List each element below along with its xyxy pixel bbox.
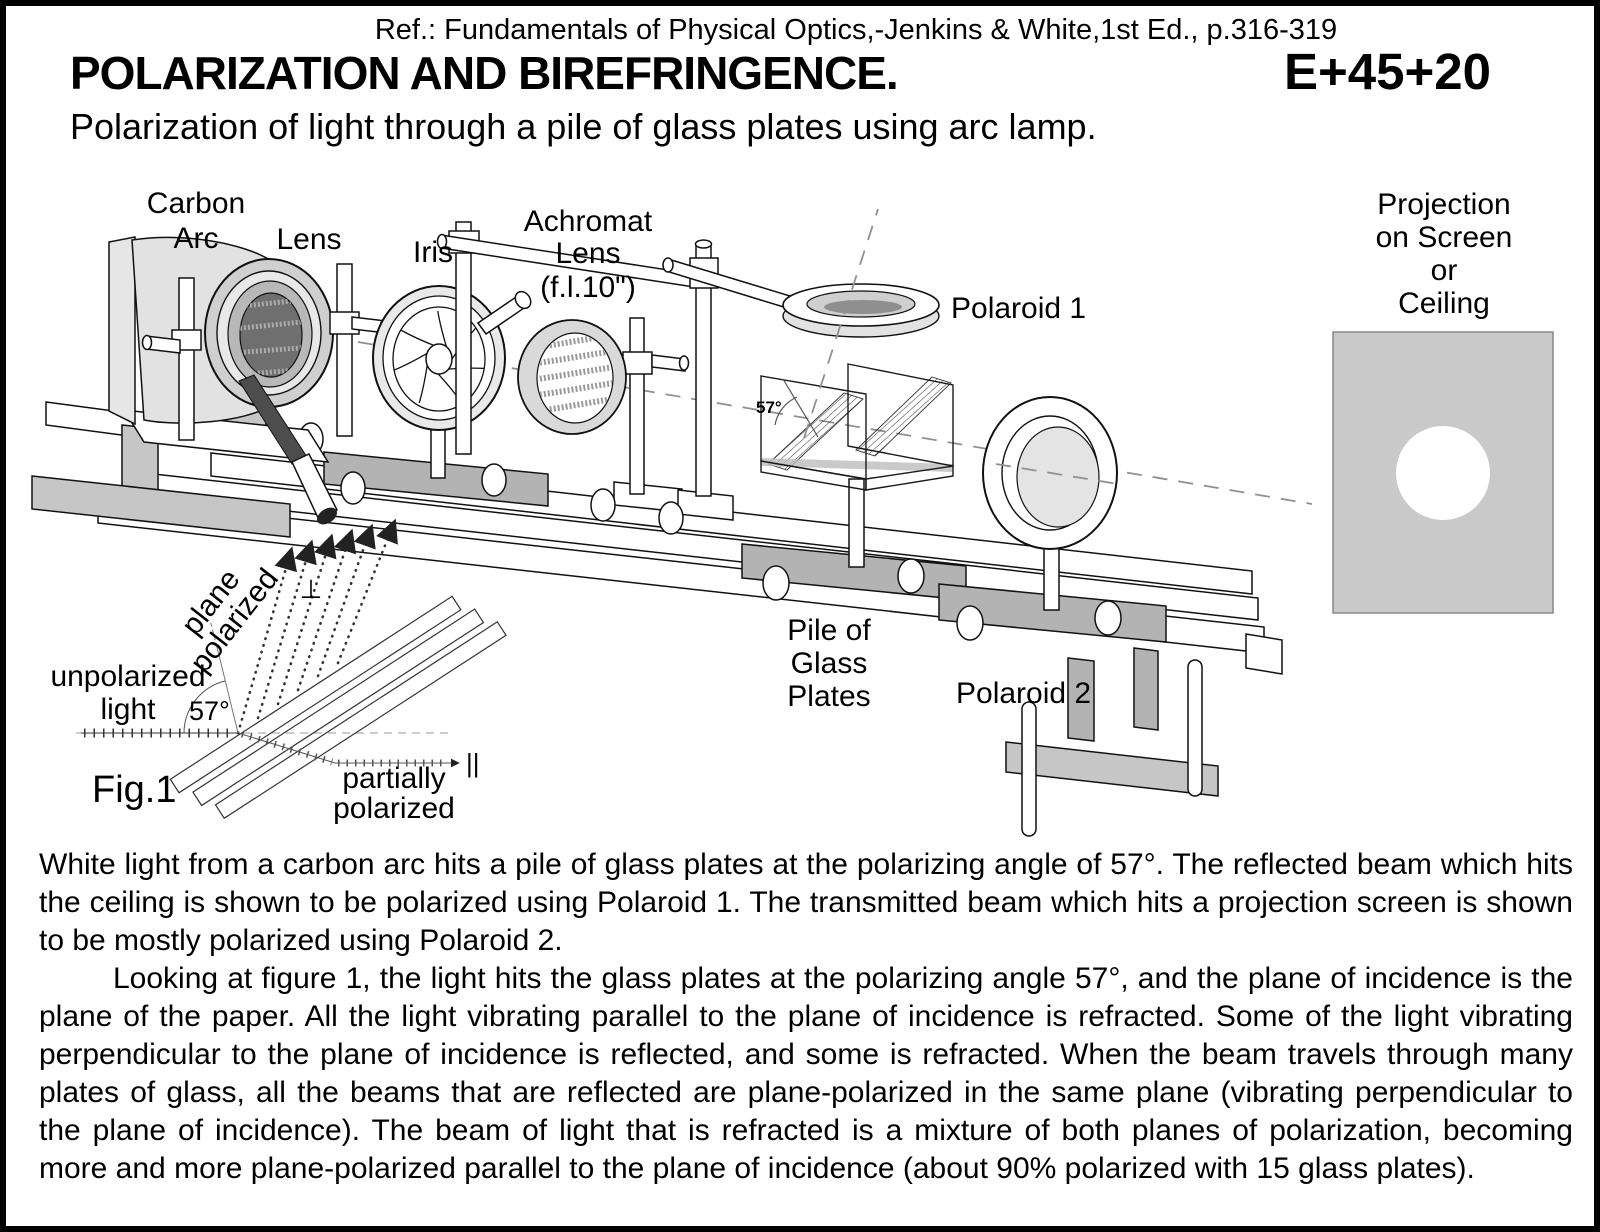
polaroid-2 bbox=[982, 396, 1119, 611]
label-pile-3: Plates bbox=[787, 680, 870, 713]
bench-carriages bbox=[298, 422, 1167, 643]
label-fig1-angle: 57° bbox=[189, 696, 230, 726]
description-text: White light from a carbon arc hits a pil… bbox=[39, 846, 1573, 1188]
polaroid1-stands bbox=[436, 221, 791, 497]
label-unpolarized-1: unpolarized bbox=[50, 660, 205, 693]
reflected-beam-dashed bbox=[803, 208, 879, 439]
demo-code: E+45+20 bbox=[1284, 43, 1492, 100]
label-iris: Iris bbox=[413, 236, 453, 269]
apparatus-diagram: 57° bbox=[31, 187, 1554, 837]
label-achromat-3: (f.l.10") bbox=[540, 271, 636, 304]
label-projection-2: on Screen bbox=[1376, 221, 1513, 254]
label-achromat-1: Achromat bbox=[524, 205, 653, 238]
achromat-stripes bbox=[538, 334, 612, 415]
component-labels: Carbon Arc Lens Iris Achromat Lens (f.l.… bbox=[147, 187, 1513, 713]
label-partially-polarized-2: polarized bbox=[333, 792, 455, 825]
label-carbon-arc-1: Carbon bbox=[147, 187, 245, 220]
perpendicular-symbol: ⊥ bbox=[300, 574, 323, 604]
page-title: POLARIZATION AND BIREFRINGENCE. bbox=[70, 47, 899, 99]
parallel-symbol: || bbox=[466, 748, 480, 778]
label-projection-1: Projection bbox=[1377, 188, 1510, 221]
description-paragraph-1: White light from a carbon arc hits a pil… bbox=[39, 848, 1573, 957]
iris-diaphragm bbox=[372, 285, 532, 479]
demo-subtitle: Polarization of light through a pile of … bbox=[70, 106, 1097, 147]
label-carbon-arc-2: Arc bbox=[174, 222, 219, 255]
projection-screen bbox=[1332, 331, 1554, 614]
carbon-arc-lamp bbox=[108, 236, 391, 525]
label-polaroid-2: Polaroid 2 bbox=[956, 677, 1091, 710]
label-achromat-2: Lens bbox=[555, 237, 620, 270]
description-paragraph-2: Looking at figure 1, the light hits the … bbox=[39, 962, 1573, 1185]
label-lens: Lens bbox=[276, 223, 341, 256]
figure-1: 57° unpolarized light plane polarized ⊥ … bbox=[50, 518, 507, 825]
label-projection-3: or bbox=[1431, 254, 1458, 287]
fig1-reflected-rays bbox=[236, 518, 398, 735]
label-angle-plates: 57° bbox=[756, 398, 782, 417]
label-pile-1: Pile of bbox=[787, 614, 871, 647]
label-projection-4: Ceiling bbox=[1398, 287, 1490, 320]
figure-1-caption: Fig.1 bbox=[92, 769, 176, 811]
label-unpolarized-2: light bbox=[100, 693, 156, 726]
glass-plates-box: 57° bbox=[756, 363, 954, 568]
label-partially-polarized-1: partially bbox=[342, 762, 445, 795]
label-polaroid-1: Polaroid 1 bbox=[951, 292, 1086, 325]
fig1-glass-plates bbox=[169, 595, 507, 820]
projected-light-spot bbox=[1396, 426, 1490, 520]
achromat-lens bbox=[517, 317, 690, 495]
beam-axis-dashed bbox=[357, 341, 1313, 505]
reference-line: Ref.: Fundamentals of Physical Optics,-J… bbox=[374, 14, 1338, 46]
polaroid-1 bbox=[782, 283, 940, 338]
label-pile-2: Glass bbox=[791, 647, 868, 680]
